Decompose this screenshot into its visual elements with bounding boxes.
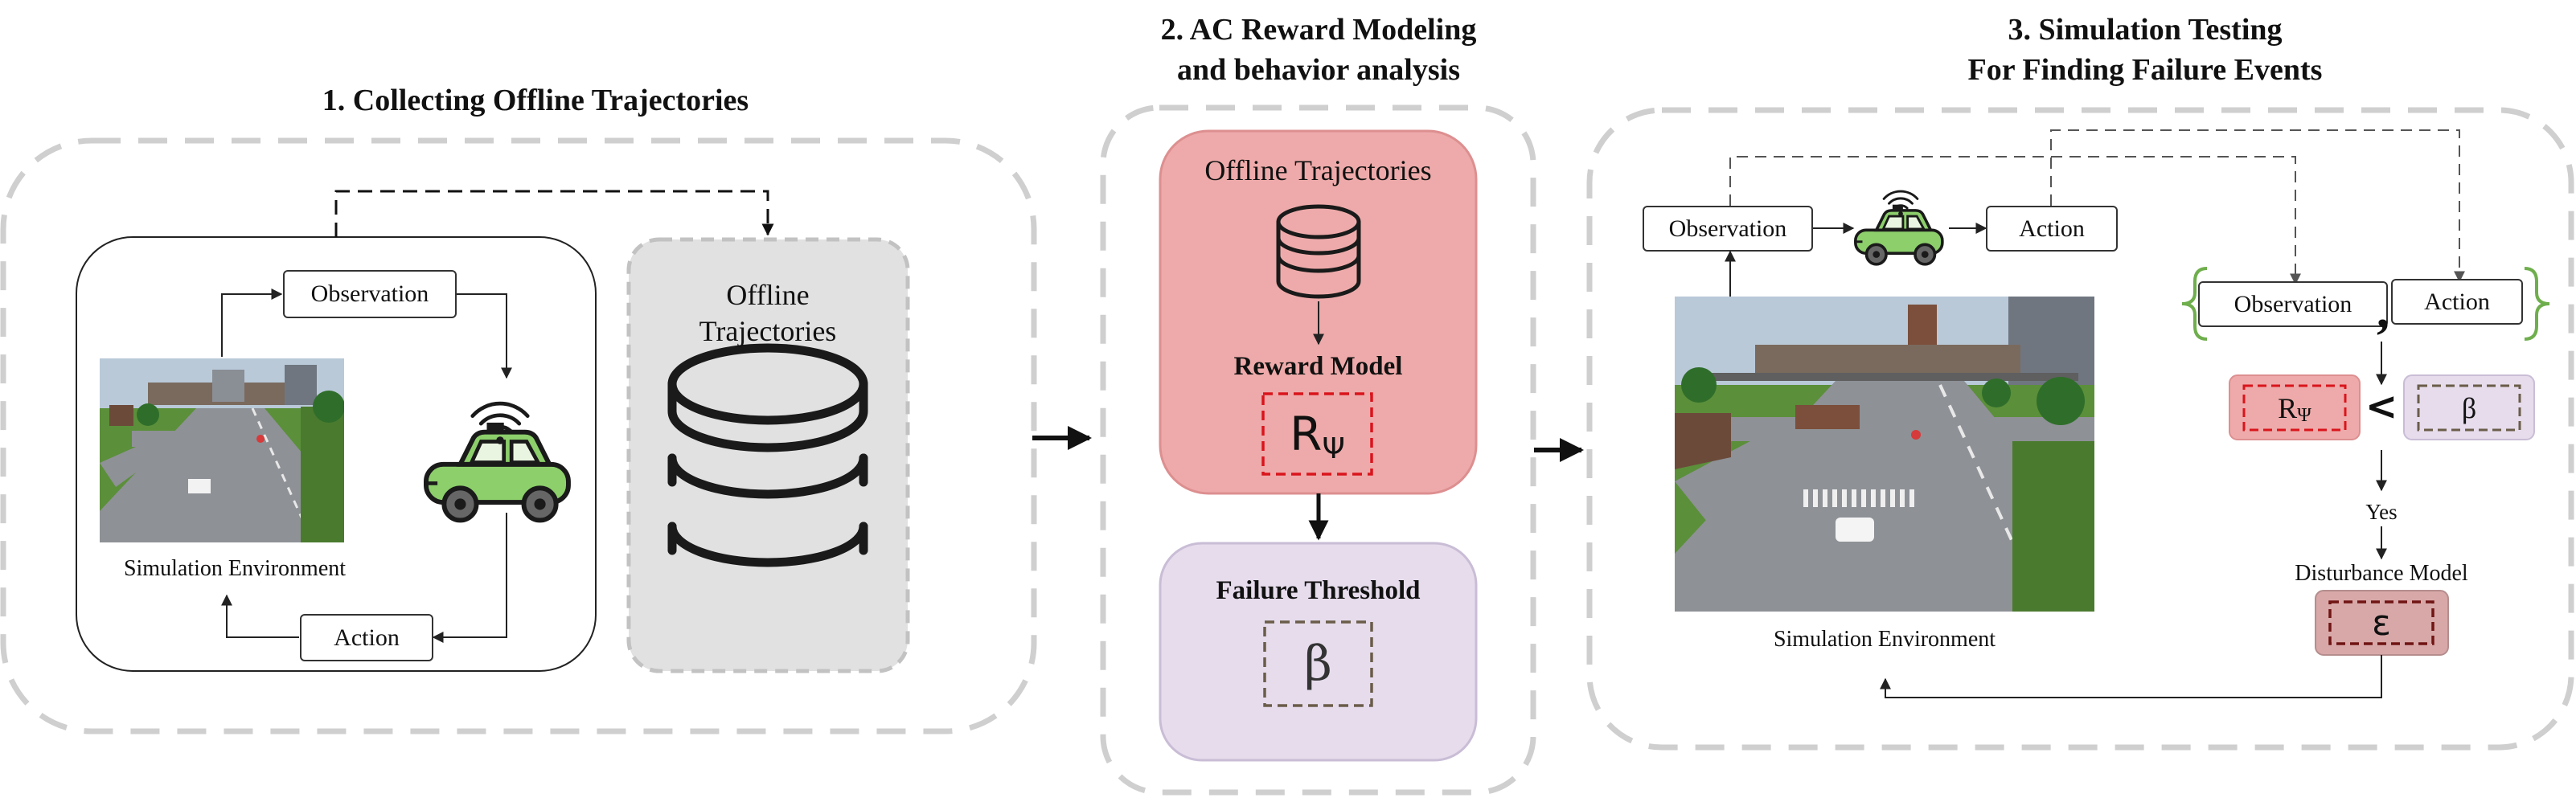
section2-title-line2: and behavior analysis (1177, 53, 1460, 87)
threshold-beta-symbol: β (1304, 636, 1332, 692)
car-to-action-arrow (432, 513, 507, 643)
compare-beta-box (2403, 374, 2535, 440)
failure-threshold-panel (1159, 542, 1478, 762)
database-icon-small (1276, 204, 1361, 299)
reward-offline-label: Offline Trajectories (1204, 154, 1432, 186)
env-to-observation-arrow (221, 288, 283, 357)
section1-title: 1. Collecting Offline Trajectories (322, 84, 749, 117)
pair-action-box: Action (2391, 279, 2523, 325)
collect-action-box: Action (300, 614, 433, 661)
pair-observation-box: Observation (2198, 281, 2388, 327)
action-to-pair-connector (2050, 129, 2465, 283)
sim-environment-label: Simulation Environment (1773, 627, 1996, 652)
compare-r-psi-dashed (2242, 384, 2347, 432)
collect-sim-environment-label: Simulation Environment (123, 556, 347, 581)
offline-store-box (626, 237, 910, 673)
offline-store-label-line1: Offline (726, 279, 810, 311)
left-brace-icon (2181, 267, 2208, 341)
compare-beta-dashed (2417, 384, 2521, 432)
compare-less-than: < (2365, 384, 2398, 429)
reward-r-letter: R (1290, 407, 1323, 461)
yes-label: Yes (2365, 500, 2398, 524)
right-brace-icon (2524, 267, 2550, 341)
threshold-beta-dashed-box (1263, 620, 1373, 707)
compare-psi-subscript: Ψ (2297, 405, 2311, 426)
compare-beta-symbol: β (2461, 391, 2477, 424)
database-icon (667, 343, 868, 567)
disturbance-epsilon-dashed (2328, 600, 2434, 645)
failure-threshold-label: Failure Threshold (1216, 576, 1421, 605)
compare-r-letter: R (2278, 391, 2298, 424)
pair-comma: , (2377, 281, 2389, 338)
action-to-env-arrow (221, 594, 299, 638)
disturbance-to-env-arrow (1880, 655, 2382, 698)
sim-environment-image (1675, 297, 2094, 612)
disturbance-model-label: Disturbance Model (2295, 561, 2468, 586)
sim-dashed-outline (1586, 107, 2574, 751)
section3-title-line2: For Finding Failure Events (1967, 53, 2323, 87)
disturbance-epsilon-symbol: ε (2372, 602, 2391, 644)
sim-action-box: Action (1986, 206, 2118, 252)
observation-to-pair-connector (1729, 156, 2301, 285)
reward-psi-subscript: Ψ (1322, 432, 1345, 465)
collect-dashed-outline (0, 137, 1037, 734)
reward-r-psi-dashed-box (1261, 392, 1373, 476)
reward-model-label: Reward Model (1233, 352, 1403, 381)
sim-observation-box: Observation (1643, 206, 1813, 252)
collect-sim-environment-image (100, 358, 344, 542)
compare-r-psi-box (2229, 374, 2361, 440)
observation-to-car-arrow (457, 293, 512, 379)
collect-to-store-arrow (334, 190, 774, 237)
section2-title-line1: 2. AC Reward Modeling (1160, 13, 1477, 47)
offline-store-label-line2: Trajectories (699, 315, 837, 347)
collect-observation-box: Observation (283, 270, 457, 318)
section3-title-line1: 3. Simulation Testing (2008, 13, 2283, 47)
reward-dashed-outline (1100, 104, 1536, 796)
